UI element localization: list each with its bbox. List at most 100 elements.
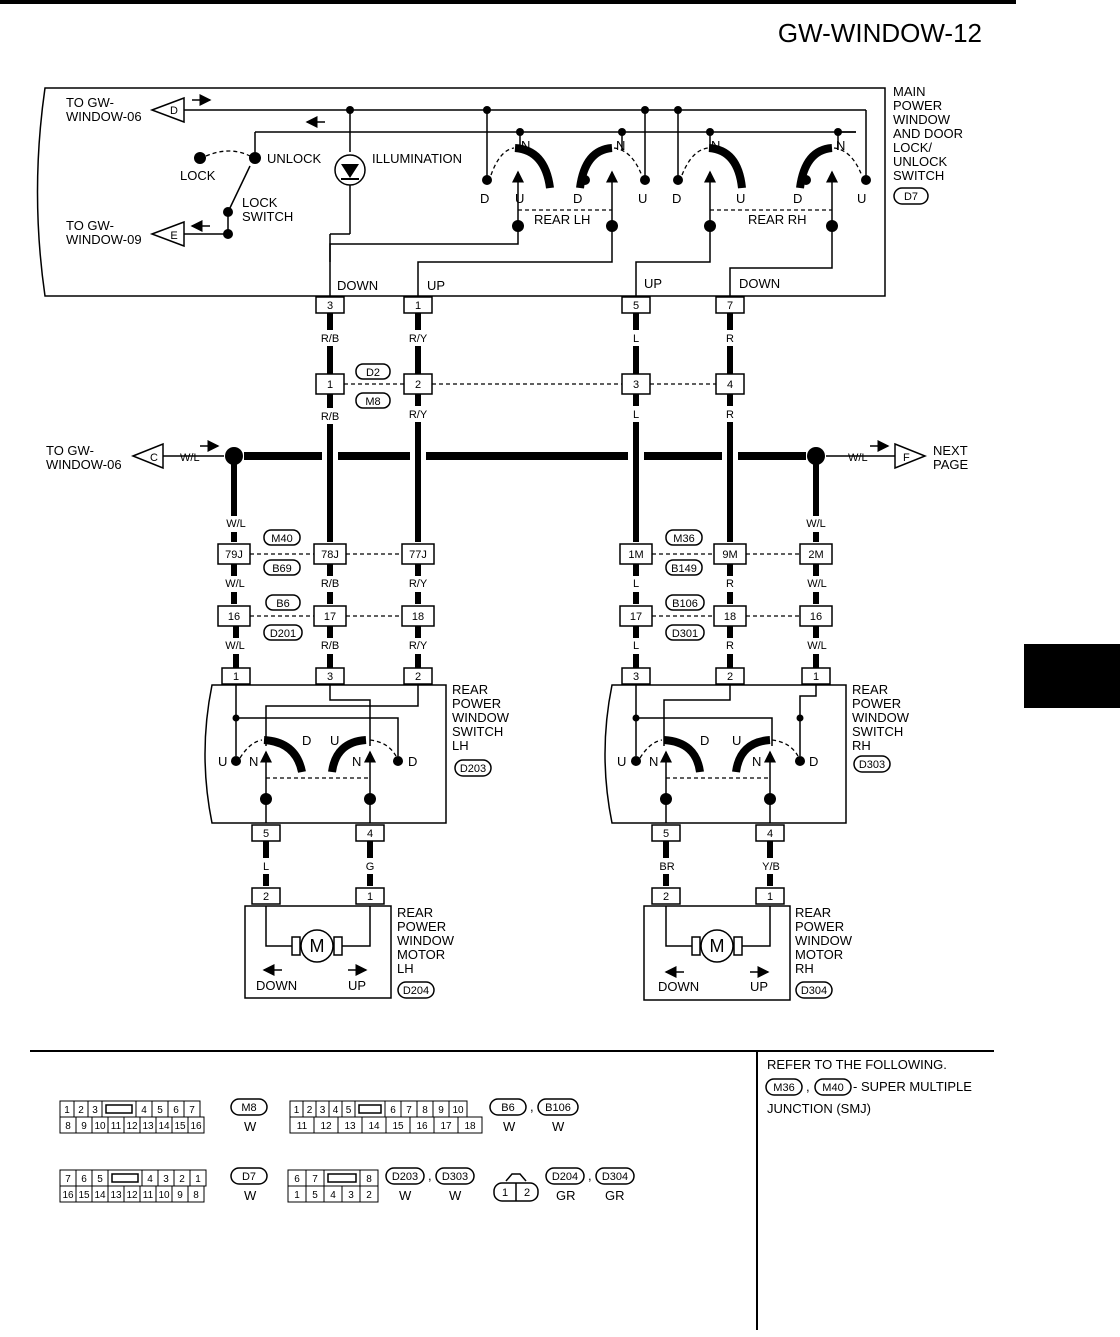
smj-1m: 1M bbox=[628, 549, 643, 561]
connector-pin-number: 1 bbox=[294, 1105, 300, 1116]
smj-b149: B149 bbox=[671, 563, 697, 575]
connector-pin-number: 2 bbox=[78, 1105, 84, 1116]
main-switch-pins: 3 1 5 7 bbox=[315, 296, 745, 314]
jc-d201: D201 bbox=[270, 628, 296, 640]
cv-b106-id: B106 bbox=[545, 1102, 571, 1114]
t1-label: UP bbox=[427, 278, 445, 293]
rsr-n1: N bbox=[649, 754, 658, 769]
smj-m36: M36 bbox=[673, 533, 694, 545]
smj-78j: 78J bbox=[321, 549, 339, 561]
cv-b6-comma: , bbox=[530, 1099, 534, 1114]
connector-pin-number: 16 bbox=[416, 1121, 428, 1132]
pin-7: 7 bbox=[727, 300, 733, 312]
connector-pin-number: 2 bbox=[179, 1174, 185, 1185]
connector-latch bbox=[358, 1104, 382, 1114]
connector-pin-number: 5 bbox=[157, 1105, 163, 1116]
wc-wl-l3: W/L bbox=[225, 640, 245, 652]
connector-pin-number: 7 bbox=[189, 1105, 195, 1116]
cv-d204-pin-1: 1 bbox=[502, 1187, 508, 1199]
rsl-pin-2: 2 bbox=[415, 671, 421, 683]
refer-line1: REFER TO THE FOLLOWING. bbox=[767, 1057, 947, 1072]
smj-b69: B69 bbox=[272, 563, 292, 575]
wc-wl-r3: W/L bbox=[807, 640, 827, 652]
ml-pin-2: 2 bbox=[263, 891, 269, 903]
connector-latch bbox=[105, 1104, 133, 1114]
jc-row: 16 17 18 B6 D201 17 18 16 B106 D301 bbox=[217, 594, 833, 641]
connector-view-d204-d304: 1 2 bbox=[493, 1173, 539, 1202]
wc-wl-l2: W/L bbox=[225, 578, 245, 590]
rrh-d2: D bbox=[793, 191, 802, 206]
jc-r-17: 17 bbox=[630, 611, 642, 623]
t7-label: DOWN bbox=[739, 276, 780, 291]
wc-l-1: L bbox=[633, 333, 639, 345]
refer-line2: - SUPER MULTIPLE bbox=[853, 1079, 972, 1094]
wc-rb-1: R/B bbox=[321, 333, 339, 345]
rsr-u2: U bbox=[732, 733, 741, 748]
rsl-pin-1: 1 bbox=[233, 671, 239, 683]
cv-d204-color: GR bbox=[556, 1188, 576, 1203]
connector-pin-number: 6 bbox=[294, 1174, 300, 1185]
t5-label: UP bbox=[644, 276, 662, 291]
wc-r-2: R bbox=[726, 409, 734, 421]
rear-switch-rh-connector: D303 bbox=[859, 759, 885, 771]
rrh-n1: N bbox=[711, 138, 720, 153]
rsr-pin-4: 4 bbox=[767, 828, 773, 840]
rsl-pin-3: 3 bbox=[327, 671, 333, 683]
motor-lh-connector: D204 bbox=[403, 985, 429, 997]
cv-b6-id: B6 bbox=[501, 1102, 514, 1114]
upper-harness: R/B R/Y L R 1 2 3 4 D2 M8 R/B R/Y L R bbox=[312, 313, 745, 542]
connector-pin-number: 16 bbox=[190, 1121, 202, 1132]
wc-ry-2: R/Y bbox=[409, 409, 428, 421]
connector-pin-number: 13 bbox=[142, 1121, 154, 1132]
jc-l-18: 18 bbox=[412, 611, 424, 623]
rsr-d1: D bbox=[700, 733, 709, 748]
connector-pin-number: 13 bbox=[110, 1190, 122, 1201]
connector-pin-number: 12 bbox=[320, 1121, 332, 1132]
rsr-n2: N bbox=[752, 754, 761, 769]
connector-pin-number: 4 bbox=[333, 1105, 339, 1116]
connector-pin-number: 2 bbox=[307, 1105, 313, 1116]
rlh-n2: N bbox=[616, 138, 625, 153]
wc-yb: Y/B bbox=[762, 861, 780, 873]
connector-pin-number: 10 bbox=[158, 1190, 170, 1201]
cv-m8-color: W bbox=[244, 1119, 257, 1134]
connector-pin-number: 13 bbox=[344, 1121, 356, 1132]
flag-c: C bbox=[150, 452, 158, 464]
cv-b6-color: W bbox=[503, 1119, 516, 1134]
connector-pin-number: 1 bbox=[294, 1190, 300, 1201]
joint-d2: D2 bbox=[366, 367, 380, 379]
refer-line3: JUNCTION (SMJ) bbox=[767, 1101, 871, 1116]
jc-r-18: 18 bbox=[724, 611, 736, 623]
pin-1: 1 bbox=[415, 300, 421, 312]
connector-cell bbox=[359, 1185, 379, 1203]
cv-d303-color: W bbox=[449, 1188, 462, 1203]
motor-lh-m: M bbox=[310, 936, 325, 956]
motor-rh-m: M bbox=[710, 936, 725, 956]
rlh-u1: U bbox=[515, 191, 524, 206]
wc-br: BR bbox=[659, 861, 674, 873]
d2-pin-3: 3 bbox=[633, 379, 639, 391]
motor-lh-down: DOWN bbox=[256, 978, 297, 993]
pin-5: 5 bbox=[633, 300, 639, 312]
connector-pin-number: 17 bbox=[440, 1121, 452, 1132]
jc-l-16: 16 bbox=[228, 611, 240, 623]
rlh-u2: U bbox=[638, 191, 647, 206]
rsr-pin-5: 5 bbox=[663, 828, 669, 840]
rsl-u2: U bbox=[330, 733, 339, 748]
cv-d7-id: D7 bbox=[242, 1171, 256, 1183]
rsl-d1: D bbox=[302, 733, 311, 748]
wc-ry-1: R/Y bbox=[409, 333, 428, 345]
connector-pin-number: 5 bbox=[97, 1174, 103, 1185]
rsr-pin-3: 3 bbox=[633, 671, 639, 683]
wc-rb-2: R/B bbox=[321, 411, 339, 423]
connector-pin-number: 5 bbox=[312, 1190, 318, 1201]
